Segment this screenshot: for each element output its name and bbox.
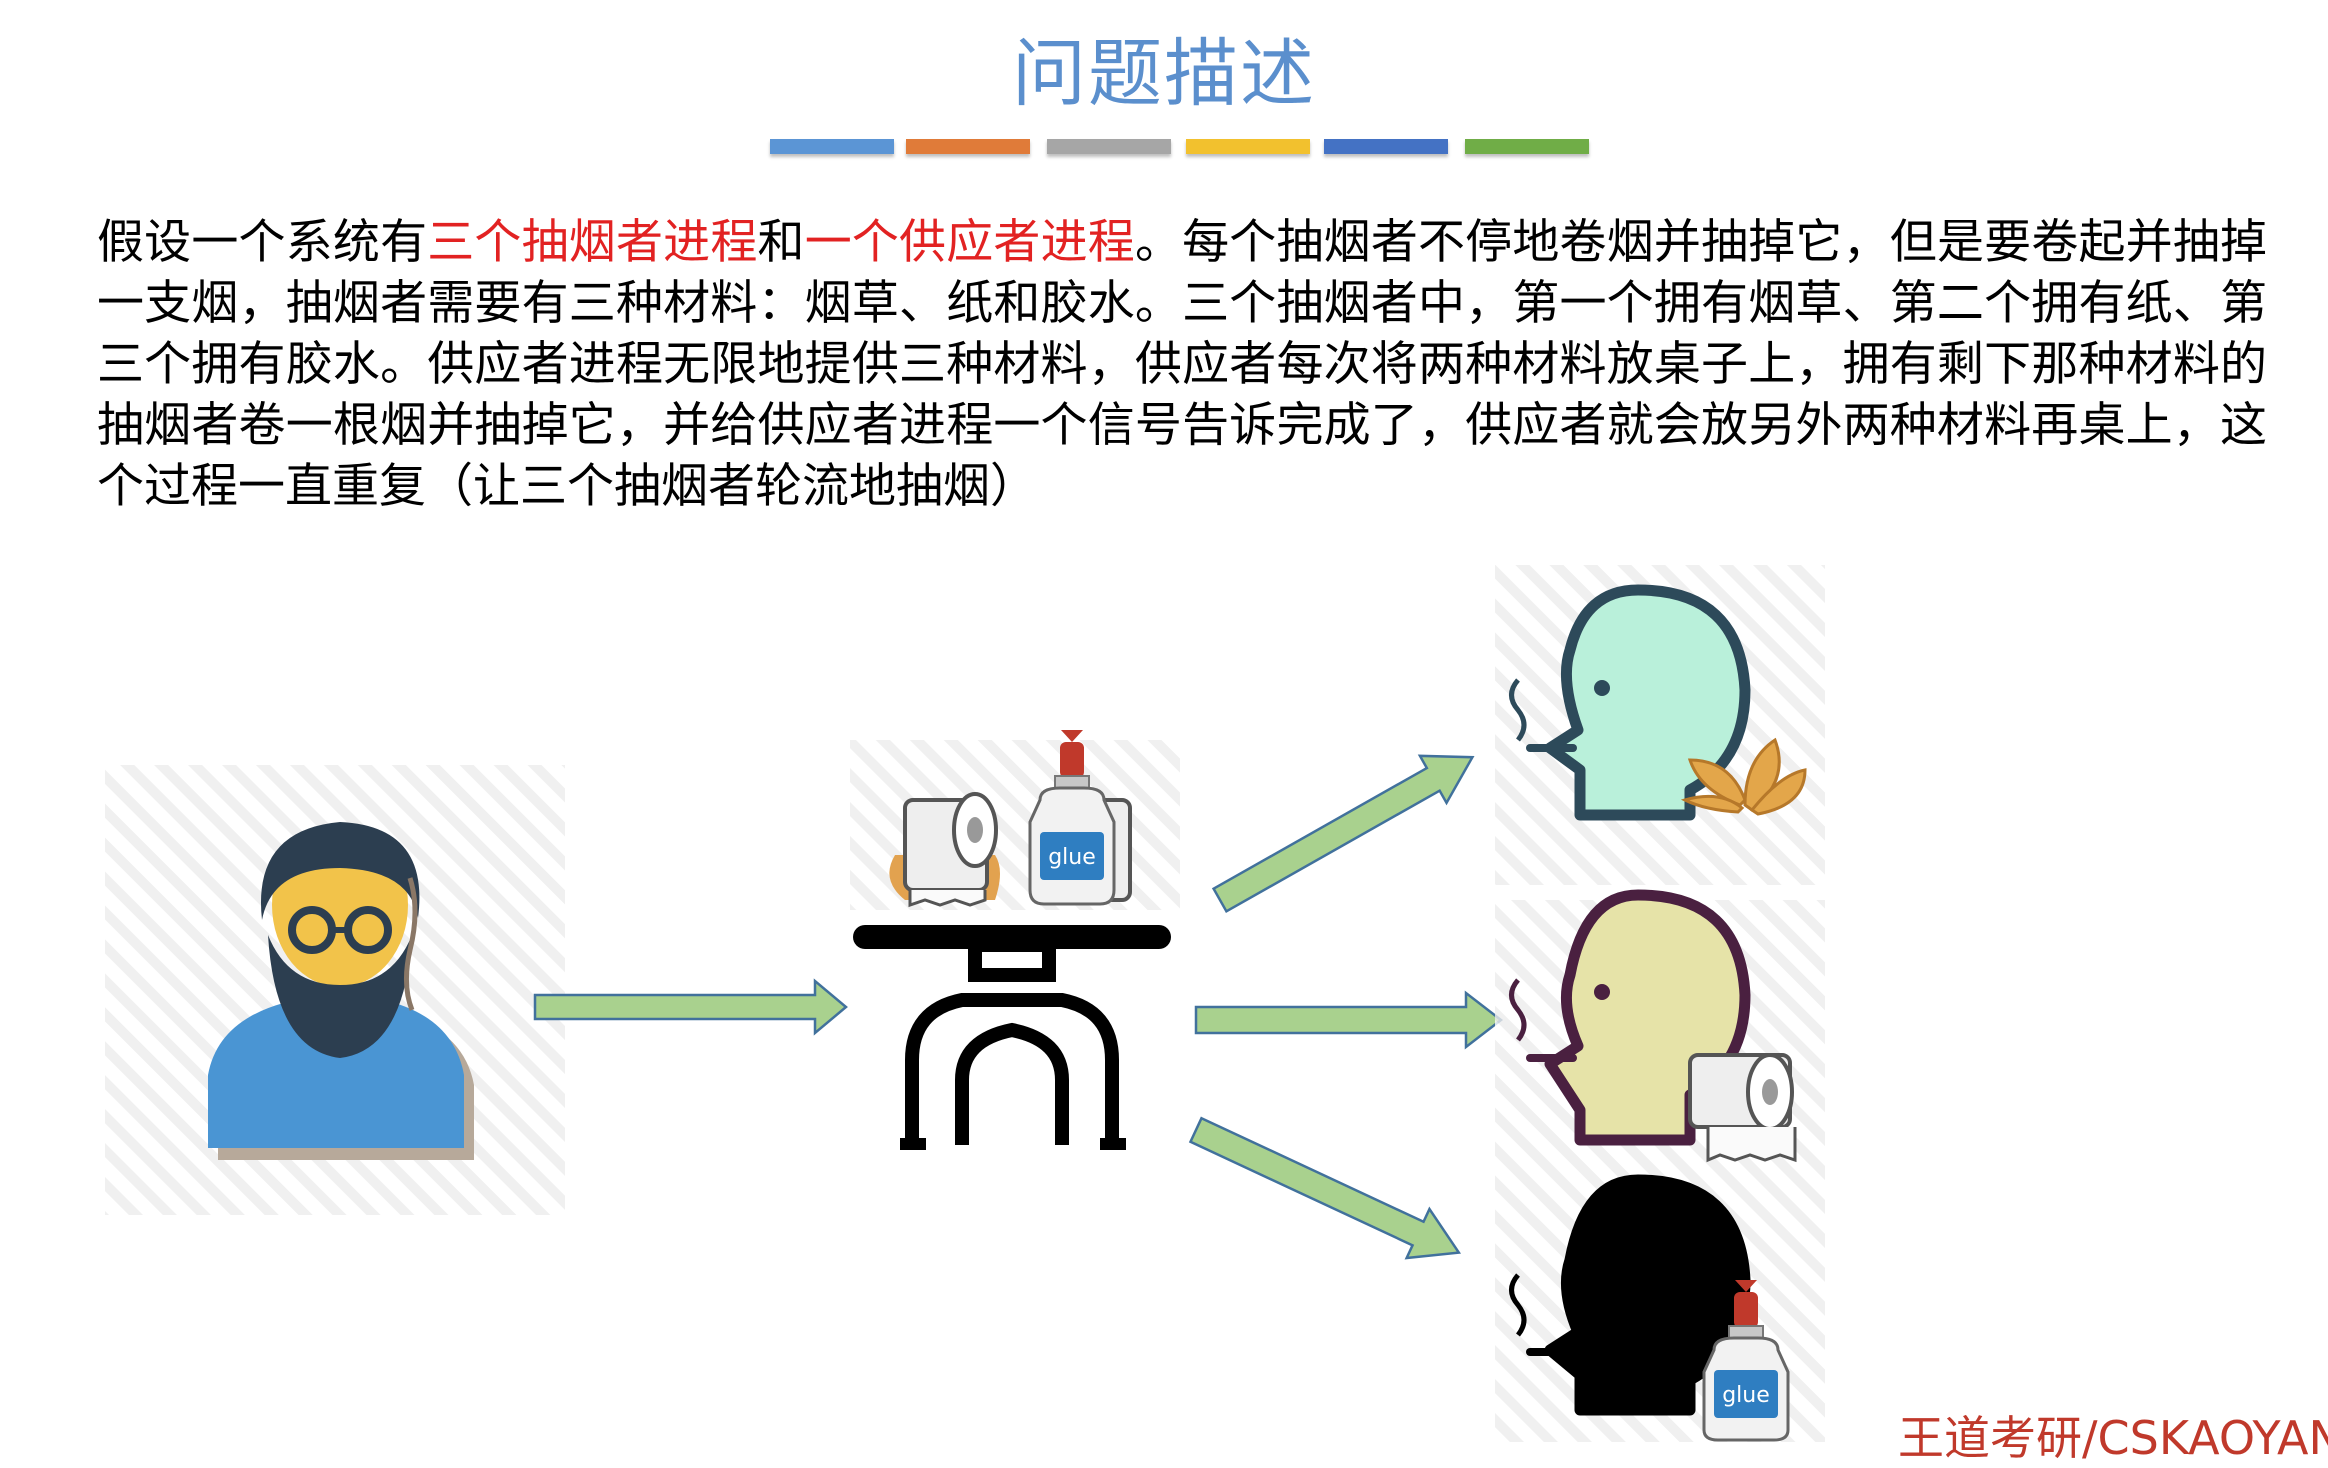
- desc-highlight-smokers: 三个抽烟者进程: [427, 215, 758, 270]
- arrow-table-to-smoker-1: [1211, 754, 1475, 914]
- color-bar-1: [770, 139, 894, 154]
- problem-description: 假设一个系统有三个抽烟者进程和一个供应者进程。每个抽烟者不停地卷烟并抽掉它，但是…: [97, 212, 2267, 517]
- bearded-man-icon: [208, 822, 474, 1160]
- color-bar-4: [1186, 139, 1310, 154]
- smoker-paper: [1495, 889, 1825, 1180]
- desc-highlight-supplier: 一个供应者进程: [804, 215, 1135, 270]
- smokers-illustration: glue: [0, 540, 2328, 1442]
- toilet-paper-icon: [889, 792, 1000, 908]
- watermark-footer: 王道考研/CSKAOYAN: [1898, 1411, 2328, 1465]
- supplier-figure: [105, 765, 565, 1215]
- smoker-tobacco: [1495, 565, 1825, 885]
- color-bar-5: [1324, 139, 1448, 154]
- glue-label: glue: [1048, 845, 1096, 870]
- toilet-paper-icon: [1688, 1053, 1797, 1163]
- smoker-glue: glue: [1495, 1174, 1825, 1442]
- desc-text-1: 假设一个系统有: [97, 215, 428, 270]
- glue-bottle-icon: glue: [1028, 730, 1132, 906]
- table-with-items: glue: [850, 730, 1180, 1150]
- color-bar-2: [906, 139, 1030, 154]
- desc-text-2: 和: [757, 215, 805, 270]
- arrow-table-to-smoker-2: [1194, 990, 1504, 1050]
- desc-text-3: 。每个抽烟者不停地卷烟并抽掉它，但是要卷起并抽掉一支烟，抽烟者需要有三种材料：烟…: [97, 215, 2268, 514]
- tobacco-leaf-icon: [1680, 737, 1807, 816]
- glue-label: glue: [1722, 1383, 1770, 1408]
- page-title: 问题描述: [1012, 31, 1316, 117]
- color-bar-6: [1465, 139, 1589, 154]
- arrow-supplier-to-table: [533, 978, 848, 1036]
- glue-bottle-icon: glue: [1702, 1280, 1790, 1442]
- arrow-table-to-smoker-3: [1188, 1116, 1462, 1260]
- table-icon: [853, 925, 1171, 1150]
- color-bar-3: [1047, 139, 1171, 154]
